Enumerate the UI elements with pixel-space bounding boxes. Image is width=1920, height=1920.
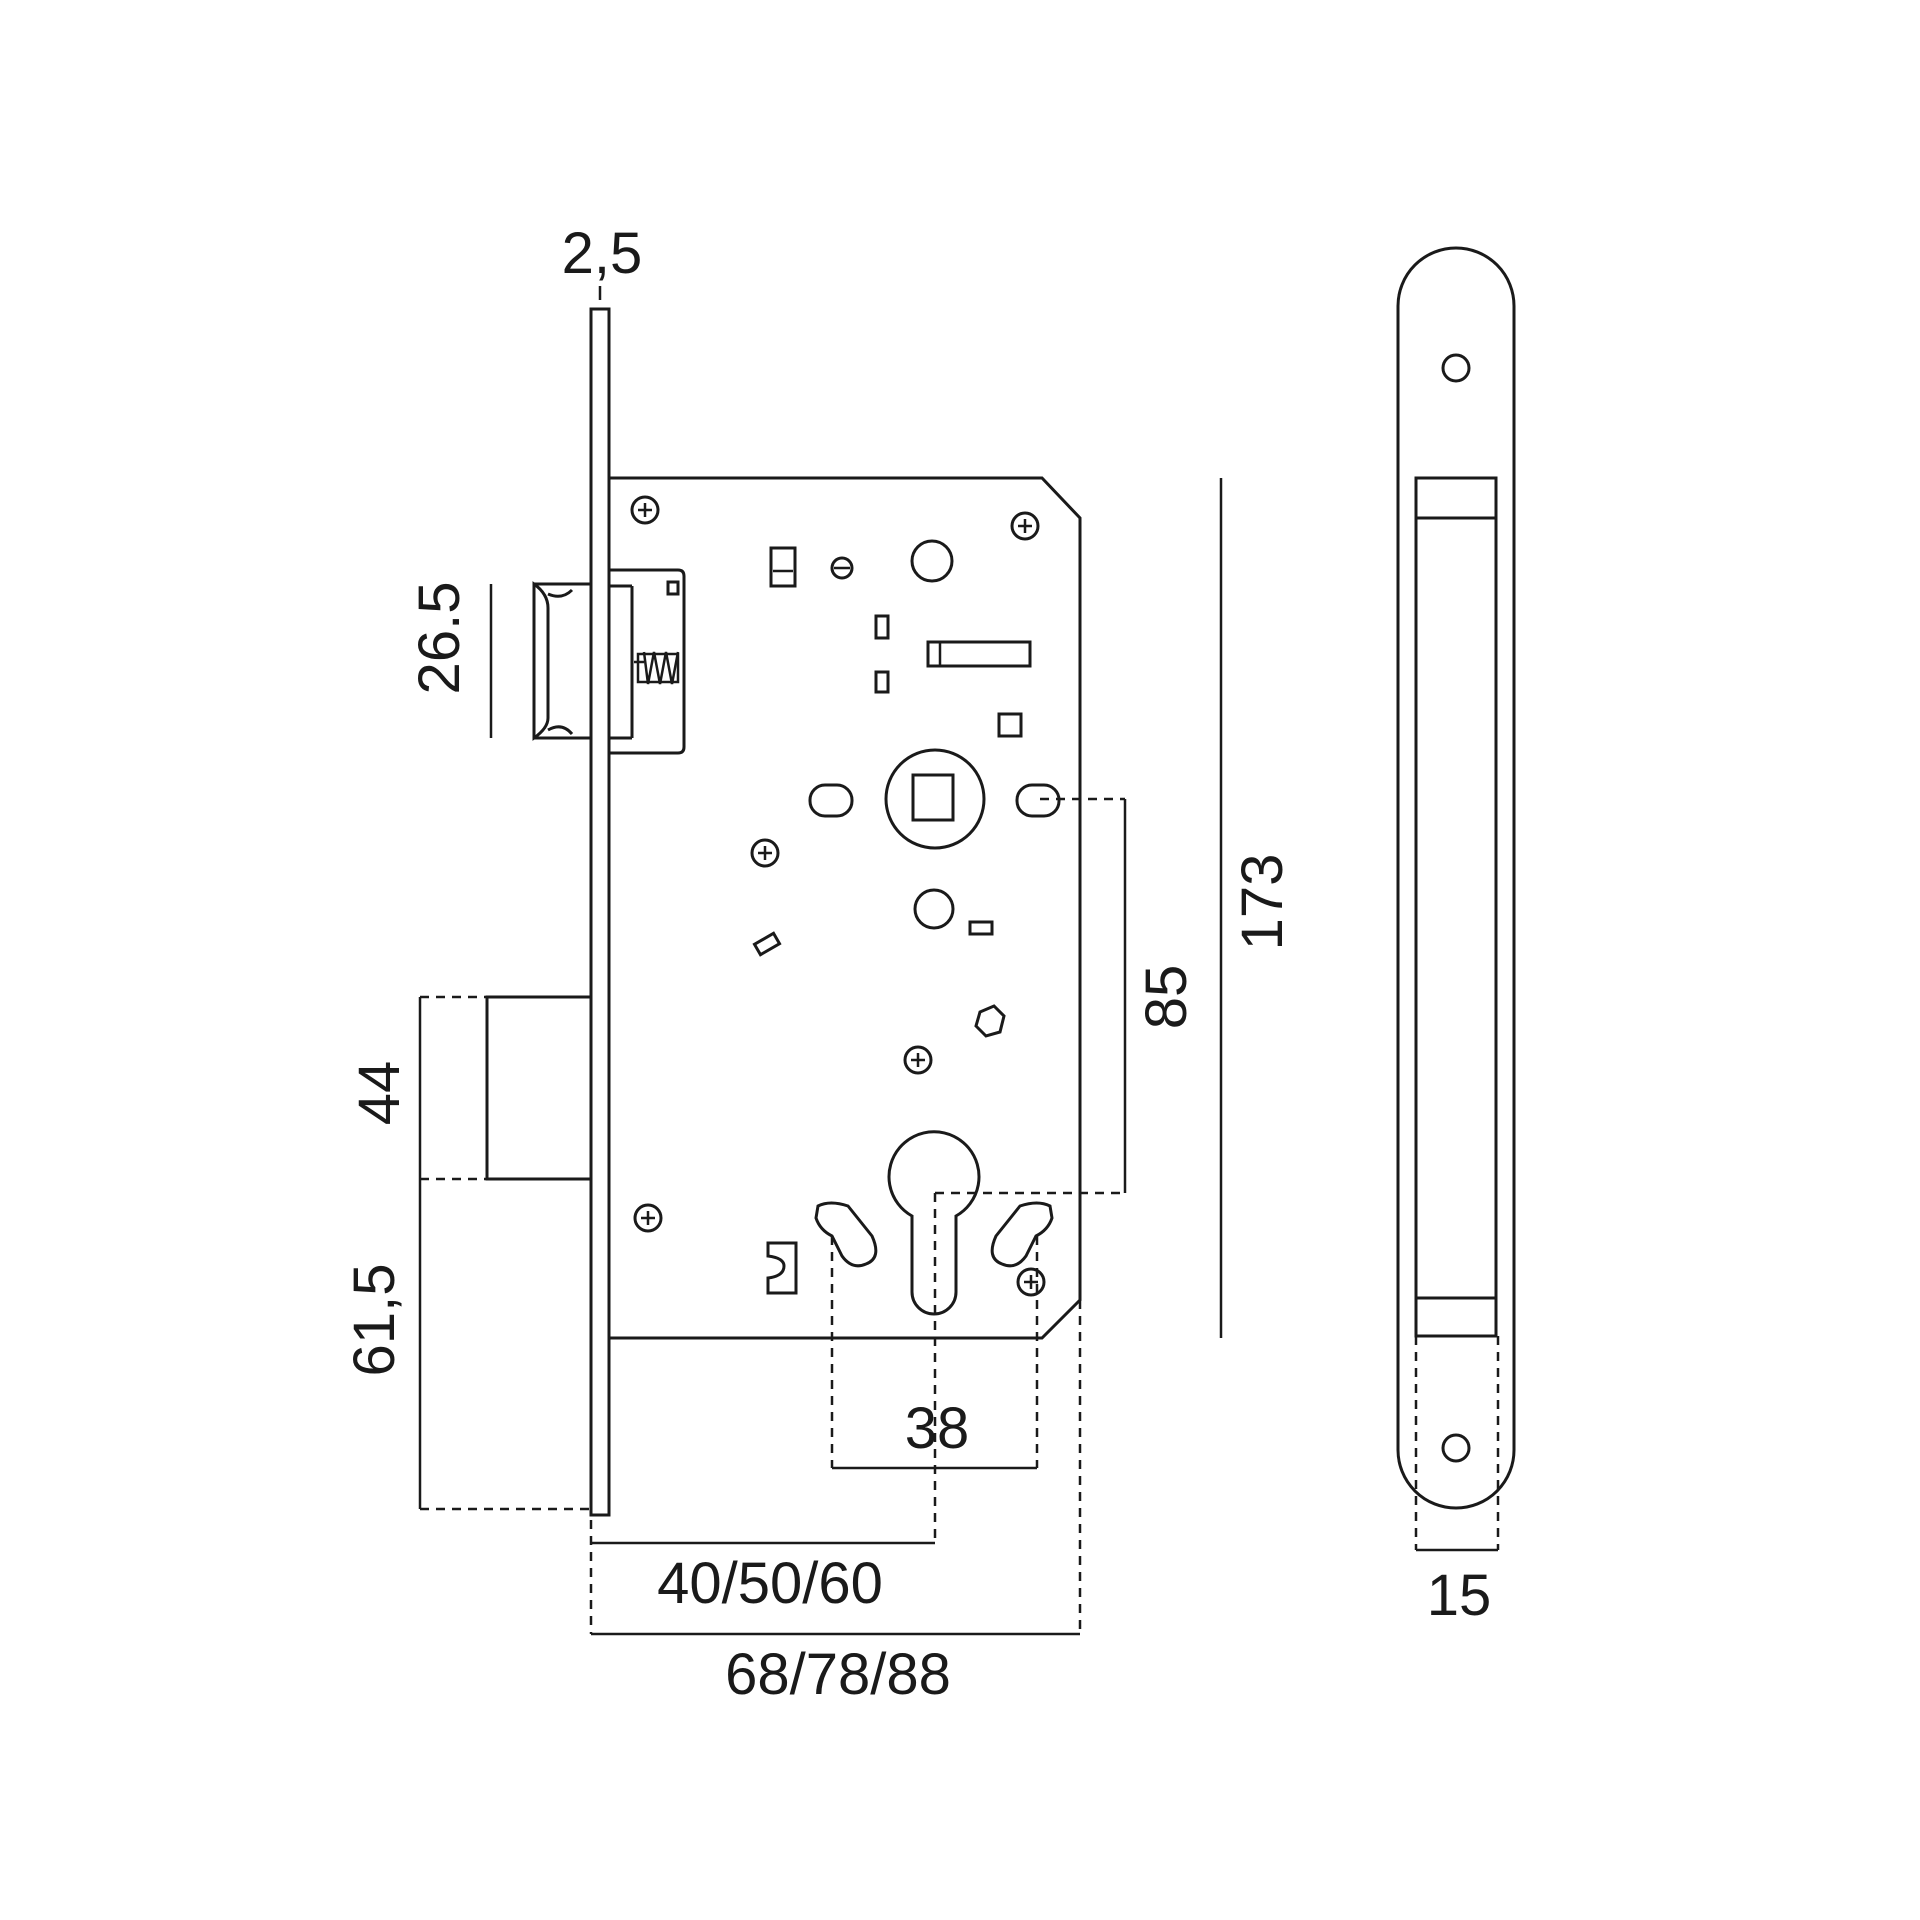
faceplate-front-view bbox=[1396, 246, 1516, 1510]
screw-icon bbox=[630, 495, 660, 525]
dim-backset: 40/50/60 bbox=[657, 1551, 883, 1616]
cylinder-keyhole bbox=[887, 1130, 981, 1316]
dim-handle-to-cylinder: 85 bbox=[1134, 965, 1199, 1030]
dim-case-depth: 68/78/88 bbox=[725, 1642, 951, 1707]
notch-part bbox=[766, 1241, 798, 1295]
latch-bolt bbox=[532, 568, 686, 755]
dim-cylinder-hole-width: 38 bbox=[905, 1396, 970, 1461]
screw-icon bbox=[1016, 1267, 1046, 1297]
handle-follower bbox=[808, 748, 1061, 850]
latch-spring bbox=[634, 651, 680, 685]
screw-icon bbox=[750, 838, 780, 868]
screw-icon bbox=[1010, 511, 1040, 541]
internal-mechanism bbox=[752, 539, 1032, 1038]
screw-icon bbox=[633, 1203, 663, 1233]
cylinder-lug-right bbox=[990, 1201, 1054, 1268]
dim-bolt-to-bottom: 61,5 bbox=[342, 1264, 407, 1377]
dim-faceplate-thickness: 2,5 bbox=[562, 221, 643, 286]
cylinder-lug-left bbox=[814, 1201, 878, 1268]
dim-deadbolt-height: 44 bbox=[347, 1061, 412, 1126]
dim-latch-height: 26.5 bbox=[407, 582, 472, 695]
dim-case-height: 173 bbox=[1230, 854, 1295, 951]
screw-icon bbox=[903, 1045, 933, 1075]
lock-body bbox=[609, 476, 1082, 1340]
deadbolt bbox=[485, 995, 593, 1181]
faceplate bbox=[589, 307, 611, 1517]
dim-faceplate-width: 15 bbox=[1427, 1563, 1492, 1628]
